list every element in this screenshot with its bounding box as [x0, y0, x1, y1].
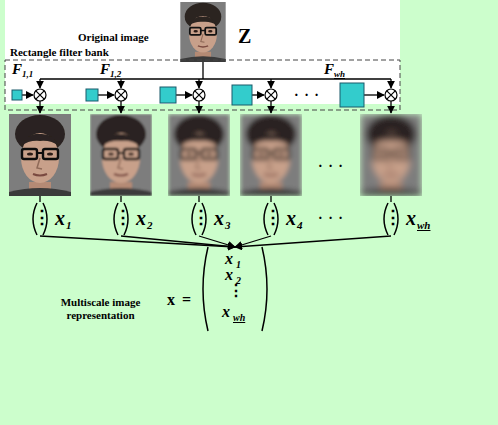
- paren-stroke: [203, 247, 267, 331]
- vector-symbol: x: [406, 208, 416, 228]
- subscript: 1: [236, 260, 241, 270]
- subscript: 3: [225, 220, 231, 231]
- filter-name: F: [100, 62, 110, 77]
- subscript: 4: [297, 220, 303, 231]
- subscript: 1: [66, 220, 72, 231]
- ellipsis: · · ·: [318, 160, 344, 174]
- vector-bracket: ⋮x1: [29, 202, 89, 236]
- vector-symbol: x: [214, 208, 224, 228]
- connector-arrow: [235, 236, 271, 247]
- subscript: 2: [147, 220, 153, 231]
- vector-symbol: x: [167, 292, 175, 308]
- caption-label: Multiscale image representation: [38, 296, 163, 321]
- original-face: [180, 2, 225, 62]
- vector-bracket: ⋮xwh: [380, 202, 446, 236]
- vertical-dots: ⋮: [264, 208, 282, 226]
- subscript: wh: [417, 220, 430, 231]
- filter-name: F: [324, 62, 334, 77]
- filter-index: wh: [334, 70, 345, 79]
- vertical-dots: ⋮: [228, 283, 244, 299]
- connector-arrow: [199, 236, 235, 247]
- filter-bank-frame: [5, 60, 400, 110]
- vector-bracket: ⋮x3: [188, 202, 248, 236]
- vector-symbol: x: [136, 208, 146, 228]
- ellipsis: · · ·: [294, 89, 320, 103]
- vector-symbol: x: [225, 251, 233, 267]
- filter-index: 1,2: [110, 70, 121, 79]
- equals-sign: =: [182, 292, 191, 308]
- connector-arrow: [235, 236, 391, 247]
- subscript: wh: [233, 313, 245, 323]
- vector-symbol: x: [222, 304, 230, 320]
- vertical-dots: ⋮: [192, 208, 210, 226]
- variable-name: Z: [238, 26, 251, 46]
- filtered-images: [9, 114, 422, 196]
- filter-name: F: [12, 62, 22, 77]
- rectangle-filters: [12, 83, 364, 107]
- multiply-symbols: [34, 89, 397, 101]
- vertical-dots: ⋮: [33, 208, 51, 226]
- vertical-dots: ⋮: [384, 208, 402, 226]
- filter-wires: [22, 62, 391, 202]
- connector-arrow: [40, 236, 235, 247]
- group-label: Rectangle filter bank: [10, 47, 109, 58]
- caption-label: Original image: [78, 32, 149, 43]
- vector-symbol: x: [55, 208, 65, 228]
- ellipsis: · · ·: [318, 212, 344, 226]
- vector-symbol: x: [286, 208, 296, 228]
- vector-bracket: ⋮x4: [260, 202, 320, 236]
- filter-index: 1,1: [22, 70, 33, 79]
- column-vector: x1x2⋮xwh: [198, 246, 272, 332]
- vector-bracket: ⋮x2: [110, 202, 170, 236]
- connector-arrow: [121, 236, 235, 247]
- vertical-dots: ⋮: [114, 208, 132, 226]
- vector-symbol: x: [225, 267, 233, 283]
